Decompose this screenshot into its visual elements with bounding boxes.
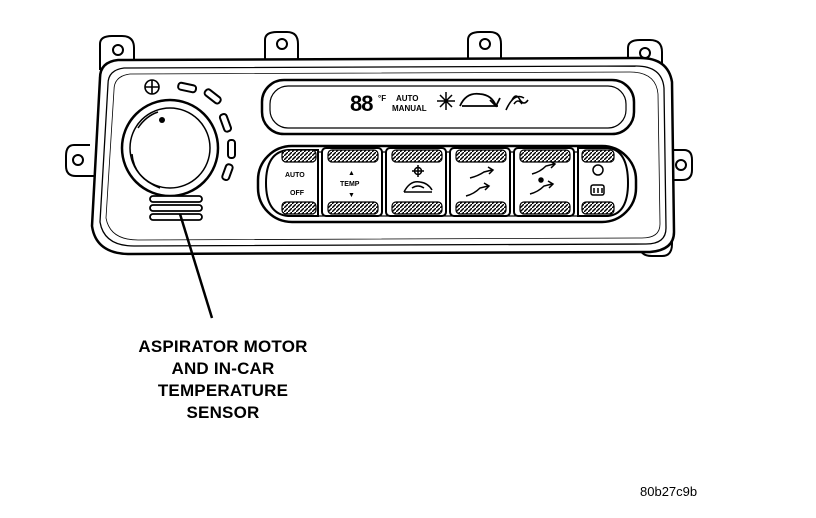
- temp-up-arrow: ▲: [348, 170, 355, 177]
- recirculation-icon: [403, 165, 433, 193]
- blower-speed-marks: [177, 81, 236, 182]
- auto-off-button[interactable]: AUTO OFF: [264, 149, 319, 217]
- panel-vent-button[interactable]: [449, 147, 511, 217]
- display-digits: 88: [350, 91, 373, 116]
- callout-label: ASPIRATOR MOTOR AND IN-CAR TEMPERATURE S…: [108, 336, 338, 424]
- aspirator-sensor-grille: [149, 195, 203, 221]
- auto-label: AUTO: [285, 172, 305, 179]
- blower-knob[interactable]: [120, 98, 220, 198]
- rear-defrost-button[interactable]: [577, 147, 630, 217]
- temp-label: TEMP: [340, 181, 360, 188]
- display-auto-label: AUTO: [396, 94, 419, 103]
- rear-defrost-icon: [590, 164, 605, 196]
- fan-icon: [144, 79, 160, 95]
- temp-button[interactable]: ▲ TEMP ▼: [321, 147, 383, 217]
- callout-line-3: TEMPERATURE: [157, 381, 289, 400]
- defrost-icon: [505, 95, 529, 111]
- panel-vent-icon: [465, 166, 495, 197]
- floor-mode-button[interactable]: [513, 147, 575, 217]
- recirculation-icon: [459, 92, 501, 108]
- snowflake-icon: [437, 92, 455, 110]
- callout-line-1: ASPIRATOR MOTOR: [138, 337, 308, 356]
- floor-icon: [529, 160, 557, 195]
- recirculation-button[interactable]: [385, 147, 447, 217]
- callout-line-4: SENSOR: [186, 403, 260, 422]
- temp-down-arrow: ▼: [348, 192, 355, 199]
- lcd-display: 88 °F AUTO MANUAL: [260, 78, 636, 136]
- callout-line-2: AND IN-CAR: [171, 359, 275, 378]
- display-manual-label: MANUAL: [392, 104, 427, 113]
- callout-leader: [178, 213, 214, 319]
- figure-id: 80b27c9b: [640, 484, 698, 499]
- display-unit: °F: [378, 94, 386, 103]
- off-label: OFF: [290, 190, 305, 197]
